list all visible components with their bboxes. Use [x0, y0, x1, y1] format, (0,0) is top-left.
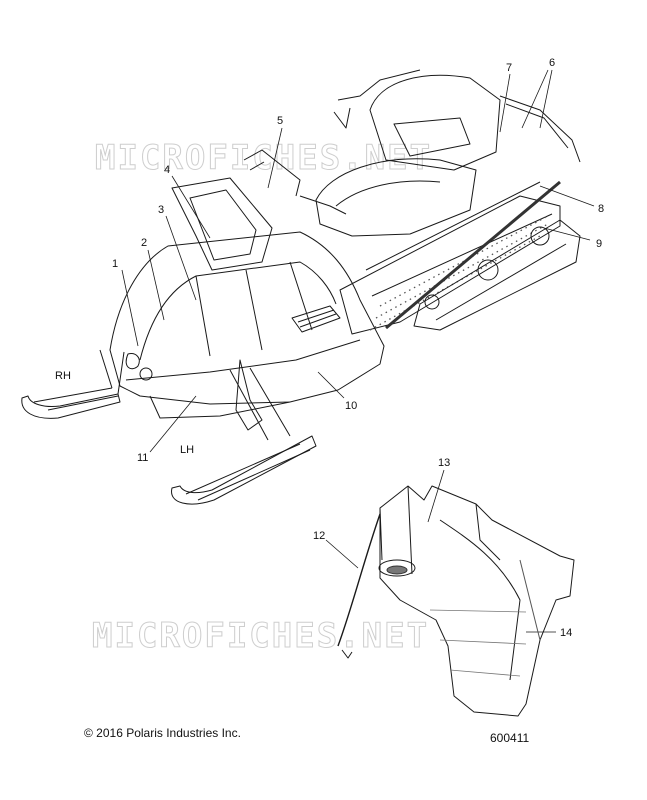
callout-11: 11	[137, 452, 149, 464]
callout-13: 13	[438, 457, 451, 469]
callout-6: 6	[549, 57, 556, 69]
part-number: 600411	[490, 731, 530, 745]
callout-2: 2	[141, 237, 148, 249]
callout-5: 5	[277, 115, 284, 127]
watermark-bottom: MICROFICHES.NET	[91, 616, 430, 657]
label-left-hand: LH	[180, 444, 195, 456]
callout-9: 9	[596, 238, 603, 250]
callout-4: 4	[164, 164, 171, 176]
callout-12: 12	[313, 530, 326, 542]
callout-8: 8	[598, 203, 605, 215]
callout-14: 14	[560, 627, 573, 639]
copyright-text: © 2016 Polaris Industries Inc.	[84, 726, 241, 740]
label-right-hand: RH	[55, 370, 71, 382]
callout-1: 1	[112, 258, 119, 270]
watermark-top: MICROFICHES.NET	[94, 138, 433, 179]
callout-10: 10	[345, 400, 358, 412]
callout-7: 7	[506, 62, 513, 74]
callout-3: 3	[158, 204, 165, 216]
